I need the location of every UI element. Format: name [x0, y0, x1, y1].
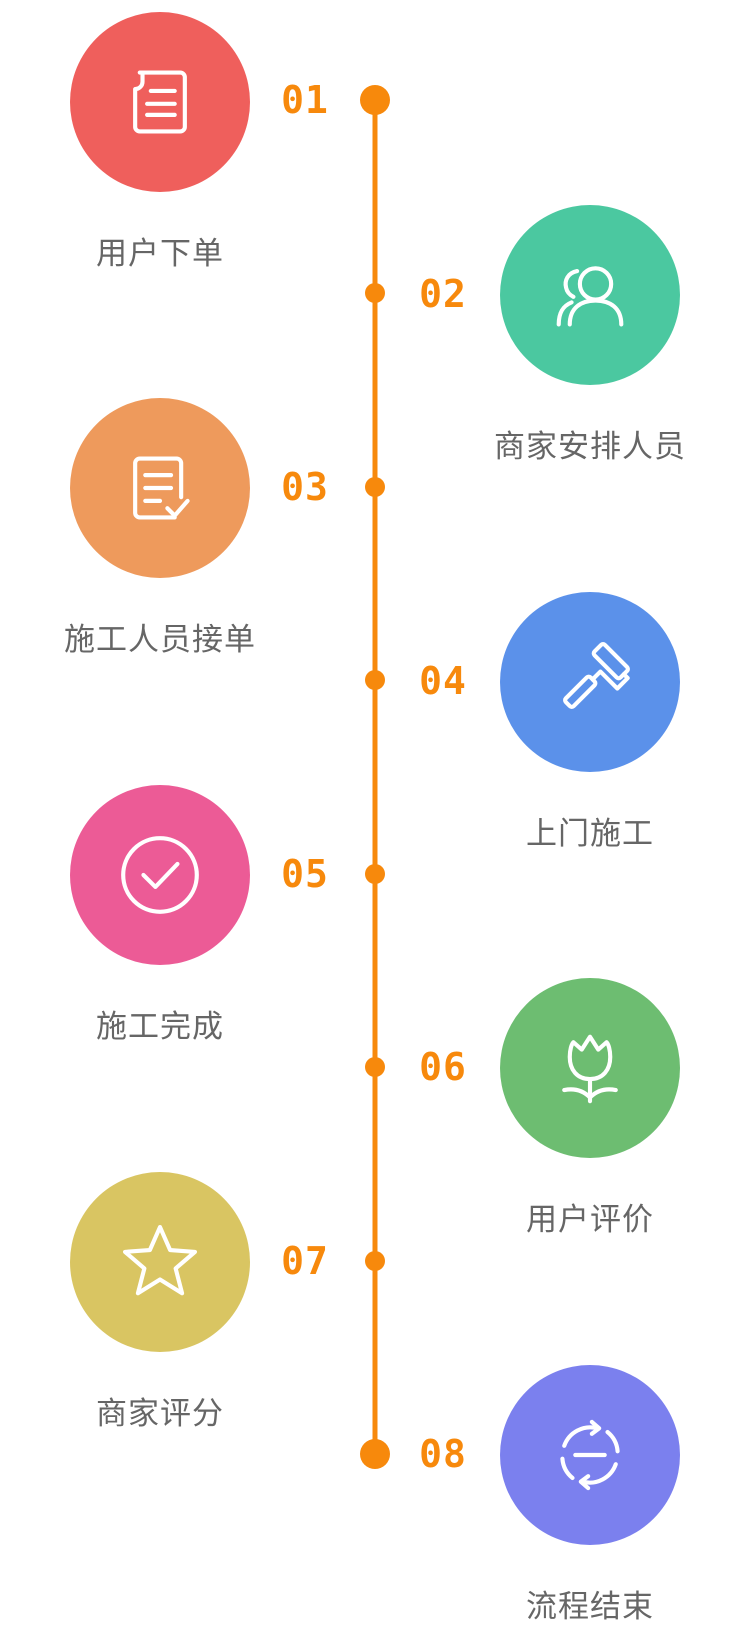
step-3-number: 03 — [281, 465, 329, 509]
step-6-circle — [500, 978, 680, 1158]
cycle-end-icon — [560, 1419, 620, 1491]
step-2-circle — [500, 205, 680, 385]
step-4-label: 上门施工 — [526, 816, 654, 852]
star-icon — [122, 1224, 198, 1296]
step-1-label: 用户下单 — [96, 236, 224, 272]
step-2-number: 02 — [419, 272, 467, 316]
timeline-end-dot — [360, 1439, 390, 1469]
timeline-dot — [365, 477, 385, 497]
timeline-dot — [365, 864, 385, 884]
step-6: 用户评价 — [500, 978, 680, 1238]
step-2-label: 商家安排人员 — [494, 429, 686, 465]
step-5-label: 施工完成 — [96, 1009, 224, 1045]
step-3-circle — [70, 398, 250, 578]
flower-icon — [562, 1034, 618, 1104]
step-8-number: 08 — [419, 1432, 467, 1476]
timeline-start-dot — [360, 85, 390, 115]
step-7-label: 商家评分 — [96, 1396, 224, 1432]
step-2: 商家安排人员 — [494, 205, 685, 465]
paint-roller-icon — [563, 642, 630, 709]
step-1-circle — [70, 12, 250, 192]
step-5-number: 05 — [281, 852, 329, 896]
step-4: 上门施工 — [500, 592, 680, 852]
timeline-dot — [365, 670, 385, 690]
step-8-label: 流程结束 — [526, 1589, 654, 1625]
step-7-number: 07 — [281, 1239, 329, 1283]
step-3-label: 施工人员接单 — [64, 622, 256, 658]
step-4-circle — [500, 592, 680, 772]
step-4-number: 04 — [419, 659, 467, 703]
step-8-circle — [500, 1365, 680, 1545]
step-1-number: 01 — [281, 78, 329, 122]
check-circle-icon — [121, 836, 199, 914]
step-6-label: 用户评价 — [526, 1202, 654, 1238]
checklist-icon — [133, 456, 190, 520]
step-1: 用户下单 — [70, 12, 250, 272]
timeline-dot — [365, 283, 385, 303]
step-5: 施工完成 — [70, 785, 250, 1045]
timeline-dot — [365, 1251, 385, 1271]
step-5-circle — [70, 785, 250, 965]
step-7: 商家评分 — [70, 1172, 250, 1432]
step-8: 流程结束 — [500, 1365, 680, 1625]
step-6-number: 06 — [419, 1045, 467, 1089]
step-7-circle — [70, 1172, 250, 1352]
timeline-dot — [365, 1057, 385, 1077]
users-icon — [556, 266, 624, 327]
order-document-icon — [133, 70, 187, 134]
step-3: 施工人员接单 — [64, 398, 255, 658]
